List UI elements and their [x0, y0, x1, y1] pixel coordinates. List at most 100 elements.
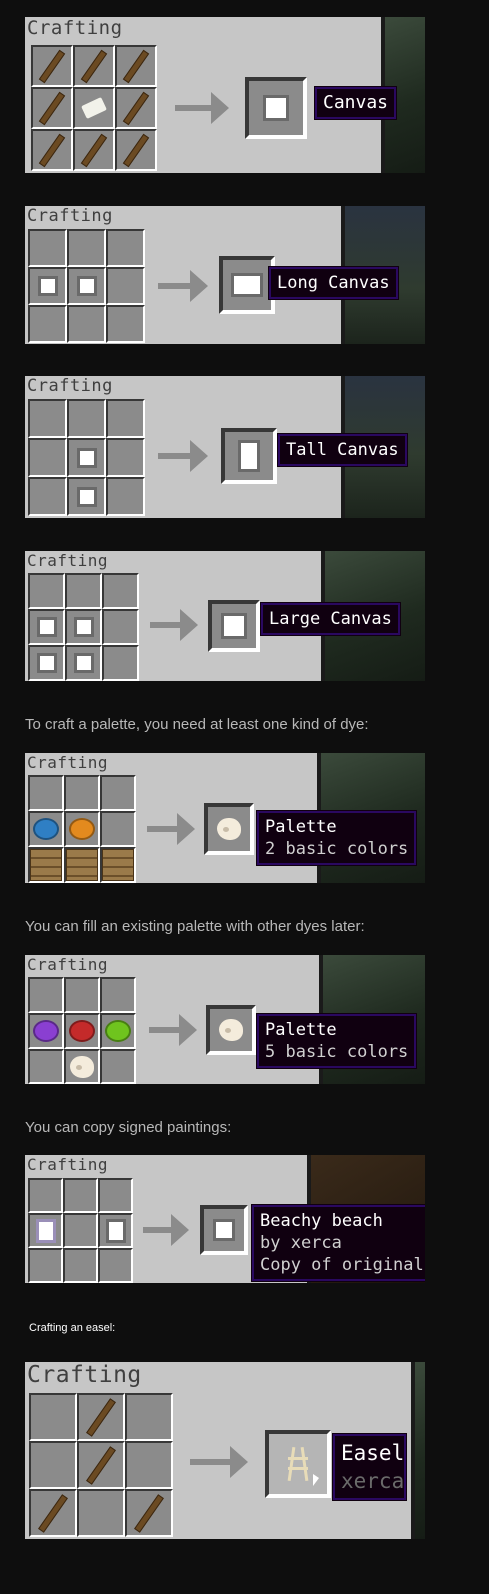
slot[interactable]: [67, 267, 106, 305]
tooltip-title: Beachy beach: [260, 1211, 383, 1231]
slot[interactable]: [125, 1393, 173, 1441]
plank-icon: [102, 849, 134, 881]
tooltip-title: Large Canvas: [269, 609, 392, 629]
stick-icon: [38, 133, 66, 167]
slot[interactable]: [125, 1441, 173, 1489]
slot[interactable]: [67, 477, 106, 516]
slot[interactable]: [106, 438, 145, 477]
palette-icon: [219, 1019, 243, 1041]
crafting-title: Crafting: [27, 376, 113, 396]
slot[interactable]: [28, 1013, 64, 1049]
slot[interactable]: [106, 477, 145, 516]
slot[interactable]: [67, 229, 106, 267]
item-tooltip: Easel xerca: [331, 1433, 408, 1501]
slot[interactable]: [28, 573, 65, 609]
slot[interactable]: [29, 1393, 77, 1441]
slot[interactable]: [31, 129, 73, 171]
slot[interactable]: [28, 847, 64, 883]
slot[interactable]: [28, 438, 67, 477]
slot[interactable]: [67, 438, 106, 477]
slot[interactable]: [31, 45, 73, 87]
slot[interactable]: [77, 1393, 125, 1441]
slot[interactable]: [100, 847, 136, 883]
slot[interactable]: [65, 609, 102, 645]
stick-icon: [86, 1445, 116, 1485]
palette-icon: [217, 818, 241, 840]
tooltip-author: by xerca: [260, 1233, 342, 1253]
slot[interactable]: [102, 609, 139, 645]
stick-icon: [80, 49, 108, 83]
slot[interactable]: [73, 87, 115, 129]
canvas-icon: [36, 653, 57, 673]
slot[interactable]: [125, 1489, 173, 1537]
slot[interactable]: [100, 1049, 136, 1084]
slot[interactable]: [98, 1248, 133, 1283]
slot[interactable]: [28, 775, 64, 811]
slot[interactable]: [115, 129, 157, 171]
slot[interactable]: [29, 1489, 77, 1537]
slot[interactable]: [28, 1213, 63, 1248]
slot[interactable]: [73, 45, 115, 87]
result-slot[interactable]: [245, 77, 307, 139]
slot[interactable]: [102, 573, 139, 609]
slot[interactable]: [100, 775, 136, 811]
slot[interactable]: [28, 645, 65, 681]
slot[interactable]: [100, 811, 136, 847]
result-slot[interactable]: [265, 1430, 331, 1498]
tooltip-subtitle: 2 basic colors: [265, 839, 409, 859]
slot[interactable]: [28, 1248, 63, 1283]
slot[interactable]: [63, 1213, 98, 1248]
slot[interactable]: [28, 1178, 63, 1213]
slot[interactable]: [77, 1441, 125, 1489]
item-tooltip: Large Canvas: [260, 602, 401, 636]
slot[interactable]: [28, 229, 67, 267]
slot[interactable]: [28, 1049, 64, 1084]
result-slot[interactable]: [206, 1005, 256, 1055]
slot[interactable]: [67, 399, 106, 438]
stick-icon: [38, 49, 66, 83]
canvas-icon: [76, 486, 97, 507]
plank-icon: [66, 849, 98, 881]
slot[interactable]: [100, 977, 136, 1013]
slot[interactable]: [102, 645, 139, 681]
slot[interactable]: [28, 305, 67, 343]
slot[interactable]: [64, 977, 100, 1013]
slot[interactable]: [64, 1013, 100, 1049]
result-slot[interactable]: [221, 428, 277, 484]
slot[interactable]: [28, 977, 64, 1013]
slot[interactable]: [28, 811, 64, 847]
slot[interactable]: [115, 87, 157, 129]
slot[interactable]: [106, 267, 145, 305]
slot[interactable]: [106, 305, 145, 343]
slot[interactable]: [106, 229, 145, 267]
slot[interactable]: [63, 1178, 98, 1213]
slot[interactable]: [65, 645, 102, 681]
slot[interactable]: [115, 45, 157, 87]
slot[interactable]: [63, 1248, 98, 1283]
slot[interactable]: [106, 399, 145, 438]
slot[interactable]: [77, 1489, 125, 1537]
slot[interactable]: [100, 1013, 136, 1049]
crafting-panel-copy: Crafting Beachy beach by xerca Copy of o…: [25, 1155, 425, 1283]
slot[interactable]: [29, 1441, 77, 1489]
slot[interactable]: [64, 775, 100, 811]
slot[interactable]: [28, 477, 67, 516]
slot[interactable]: [67, 305, 106, 343]
slot[interactable]: [73, 129, 115, 171]
result-slot[interactable]: [208, 600, 260, 652]
canvas-icon: [213, 1219, 235, 1241]
slot[interactable]: [64, 1049, 100, 1084]
slot[interactable]: [98, 1213, 133, 1248]
slot[interactable]: [98, 1178, 133, 1213]
slot[interactable]: [64, 811, 100, 847]
result-slot[interactable]: [204, 803, 254, 855]
slot[interactable]: [64, 847, 100, 883]
slot[interactable]: [28, 399, 67, 438]
slot[interactable]: [28, 609, 65, 645]
slot[interactable]: [31, 87, 73, 129]
slot[interactable]: [28, 267, 67, 305]
stick-icon: [38, 1493, 68, 1533]
result-slot[interactable]: [200, 1205, 248, 1255]
result-slot[interactable]: [219, 256, 275, 314]
slot[interactable]: [65, 573, 102, 609]
